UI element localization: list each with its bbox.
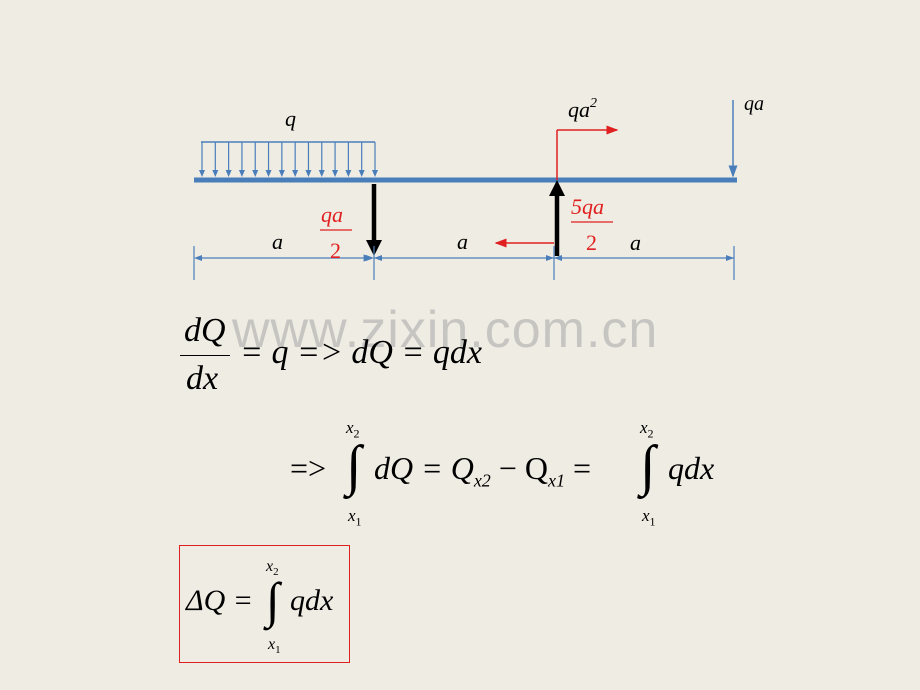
eq2-int1-lower: x1 bbox=[348, 506, 362, 529]
load-arrow-head bbox=[305, 170, 312, 177]
label-reaction-left-num: qa bbox=[321, 202, 343, 227]
load-arrow-head bbox=[199, 170, 205, 177]
eq2-middle: dQ = Qx2 − Qx1 = bbox=[374, 450, 592, 491]
load-arrow-head bbox=[278, 170, 285, 177]
equation-2: => x2 ∫ x1 dQ = Qx2 − Qx1 = x2 ∫ x1 qdx bbox=[290, 418, 730, 533]
distributed-load bbox=[199, 141, 378, 177]
label-span-3: a bbox=[630, 230, 641, 255]
label-q: q bbox=[285, 106, 296, 131]
eq3-integral: ∫ bbox=[266, 572, 280, 628]
boxed-equation bbox=[179, 545, 350, 663]
load-arrow-head bbox=[345, 170, 352, 177]
load-arrow-head bbox=[332, 170, 339, 177]
load-arrow-head bbox=[238, 170, 245, 177]
label-span-2: a bbox=[457, 229, 468, 254]
eq3-lhs: ΔQ = bbox=[186, 584, 254, 617]
label-reaction-left-den: 2 bbox=[330, 238, 341, 263]
label-reaction-right-num: 5qa bbox=[571, 194, 604, 219]
watermark: www.zixin.com.cn bbox=[232, 301, 659, 359]
load-arrow-head bbox=[252, 170, 259, 177]
eq2-prefix: => bbox=[290, 450, 327, 486]
load-arrow-head bbox=[225, 170, 232, 177]
load-arrow-head bbox=[358, 170, 365, 177]
load-arrow-head bbox=[292, 170, 299, 177]
eq2-int1-upper: x2 bbox=[346, 418, 360, 441]
load-arrow-head bbox=[318, 170, 325, 177]
equation-1: dQ dx = q => dQ = qdx bbox=[180, 312, 520, 402]
eq1-denominator: dx bbox=[186, 360, 219, 397]
eq2-int2-upper: x2 bbox=[640, 418, 654, 441]
eq1-numerator: dQ bbox=[184, 312, 226, 349]
eq2-int2-lower: x1 bbox=[642, 506, 656, 529]
label-moment: qa2 bbox=[568, 96, 597, 122]
eq3-upper: x2 bbox=[266, 558, 279, 579]
label-reaction-right-den: 2 bbox=[586, 230, 597, 255]
eq1-rhs: = q => dQ = qdx bbox=[240, 334, 482, 371]
eq2-integral-1: ∫ bbox=[346, 435, 362, 497]
load-arrow-head bbox=[265, 170, 272, 177]
moment-arrow bbox=[556, 125, 619, 180]
load-arrow-head bbox=[372, 170, 378, 177]
label-span-1: a bbox=[272, 229, 283, 254]
label-force-qa: qa bbox=[744, 93, 764, 115]
eq2-integral-2: ∫ bbox=[640, 435, 656, 497]
label-moment-base: qa bbox=[568, 97, 590, 122]
eq3-tail: qdx bbox=[290, 584, 334, 617]
eq1-fraction-bar bbox=[180, 355, 230, 356]
load-arrow-head bbox=[212, 170, 219, 177]
equation-3: ΔQ = x2 ∫ x1 qdx bbox=[186, 558, 346, 658]
reaction-right-arrow bbox=[549, 180, 565, 256]
reaction-left-arrow bbox=[366, 184, 382, 256]
dimension-lines bbox=[193, 246, 735, 280]
eq2-tail: qdx bbox=[668, 450, 715, 486]
label-moment-exp: 2 bbox=[590, 96, 597, 111]
eq3-lower: x1 bbox=[268, 636, 281, 657]
